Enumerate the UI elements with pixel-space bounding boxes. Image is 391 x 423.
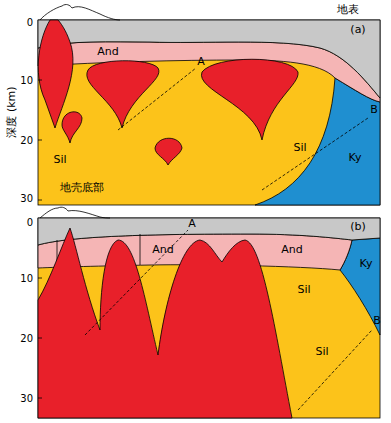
tick-label: 10: [20, 75, 33, 86]
zone-label: And: [97, 46, 118, 58]
section-end: B: [370, 104, 378, 116]
pluton: [87, 61, 159, 128]
axis-ticks: [38, 278, 42, 398]
sil-zone: [38, 20, 380, 205]
panel-b: [38, 207, 380, 418]
zone-label: And: [281, 244, 302, 256]
panel-letter: (a): [350, 24, 365, 36]
pluton: [201, 59, 298, 140]
axis-ticks: [38, 80, 42, 200]
panel-letter: (b): [350, 221, 366, 233]
zone-label: Sil: [315, 346, 328, 358]
surface-relief: [40, 207, 110, 218]
section-end: A: [188, 218, 196, 230]
section-line: [118, 68, 196, 130]
zone-label: Sil: [53, 154, 66, 166]
tick-label: 20: [20, 333, 33, 344]
section-line: [298, 330, 372, 410]
pluton: [62, 112, 82, 143]
tick-label: 30: [20, 393, 33, 404]
zone-label: 地壳底部: [60, 182, 104, 194]
zone-label: Ky: [360, 258, 373, 270]
zone-label: Ky: [349, 152, 362, 164]
place-label: 地表: [337, 4, 359, 16]
axis-title: 深度 (km): [6, 86, 18, 137]
tick-label: 10: [20, 273, 33, 284]
zone-label: And: [152, 244, 173, 256]
section-end: A: [197, 56, 205, 68]
zone-boundary: [140, 234, 141, 265]
surface-relief: [40, 5, 120, 20]
section-end: B: [373, 315, 381, 327]
zone-label: Sil: [297, 284, 310, 296]
zone-label: Sil: [293, 142, 306, 154]
pluton: [155, 138, 182, 165]
pluton: [38, 228, 292, 418]
tick-label: 0: [27, 217, 33, 228]
section-line: [262, 118, 368, 190]
pluton: [38, 20, 73, 128]
tick-label: 0: [27, 17, 33, 28]
section-line: [85, 230, 188, 335]
sil-zone: [38, 218, 380, 418]
tick-label: 30: [20, 193, 33, 204]
panel-a: [38, 5, 380, 205]
upper-crust: [38, 218, 380, 245]
tick-label: 20: [20, 135, 33, 146]
